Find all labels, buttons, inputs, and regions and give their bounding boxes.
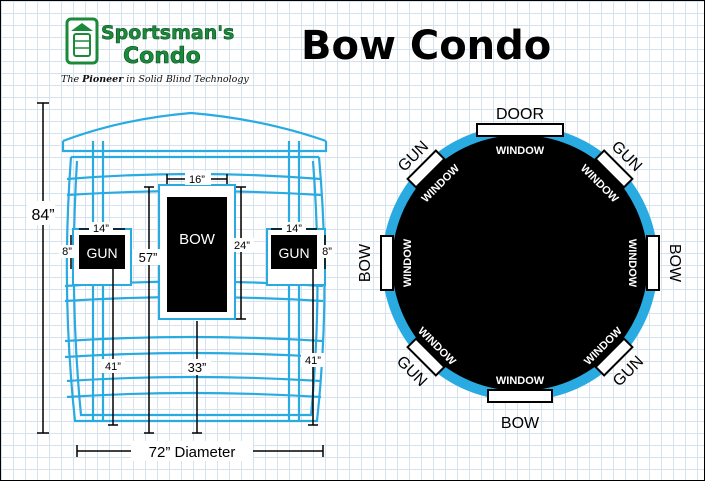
logo-brand-line2: Condo — [123, 44, 201, 69]
blind-floor — [392, 135, 648, 391]
window-label-s: WINDOW — [496, 375, 545, 387]
gun-left-width-label: 14” — [93, 223, 109, 235]
height-dimension — [37, 102, 49, 434]
gun-window-left-label: GUN — [86, 245, 117, 261]
door — [476, 123, 564, 137]
side-view: BOW GUN GUN 84” 72” Diameter — [27, 102, 335, 461]
bow-label-south: BOW — [501, 415, 540, 432]
gun-right-height-label: 8” — [322, 246, 332, 258]
page-title: Bow Condo — [301, 23, 551, 69]
window-label-w: WINDOW — [402, 238, 414, 287]
gun-right-floor-label: 41” — [305, 355, 321, 367]
bow-label-east: BOW — [666, 244, 683, 283]
sportsmans-condo-logo: Sportsman's Condo The Pioneer in Solid B… — [61, 17, 249, 85]
window-label-e: WINDOW — [626, 239, 638, 288]
bow-height-label: 24” — [234, 240, 250, 252]
gun-window-ne — [594, 149, 634, 189]
gun-window-se — [594, 337, 634, 377]
door-label: DOOR — [496, 106, 544, 123]
diameter-label: 72” Diameter — [149, 444, 236, 461]
bow-window-east — [646, 235, 660, 291]
height-label: 84” — [31, 207, 54, 224]
bow-window-label: BOW — [179, 231, 216, 248]
gun-window-nw — [406, 149, 446, 189]
gun-window-sw — [406, 337, 446, 377]
gun-left-height-label: 8” — [62, 246, 72, 258]
window-label-n: WINDOW — [496, 145, 545, 157]
roof-outline — [62, 111, 327, 143]
gun-right-width-label: 14” — [286, 223, 302, 235]
bow-sill-label: 57” — [139, 250, 158, 265]
bow-width-label: 16” — [189, 174, 205, 186]
top-view: DOOR BOW BOW BOW GUN GUN GUN GUN WINDOW … — [357, 106, 683, 432]
bow-window-south — [487, 389, 553, 403]
gun-window-left — [79, 235, 125, 269]
bow-window-west — [380, 235, 394, 291]
bow-floor-label: 33” — [188, 360, 207, 375]
gun-window-right-label: GUN — [278, 245, 309, 261]
gun-window-right — [271, 235, 317, 269]
bow-label-west: BOW — [357, 243, 374, 282]
bow-window — [167, 197, 227, 312]
logo-tagline: The Pioneer in Solid Blind Technology — [61, 74, 249, 85]
gun-left-floor-label: 41” — [105, 361, 121, 373]
logo-brand-line1: Sportsman's — [101, 22, 234, 44]
